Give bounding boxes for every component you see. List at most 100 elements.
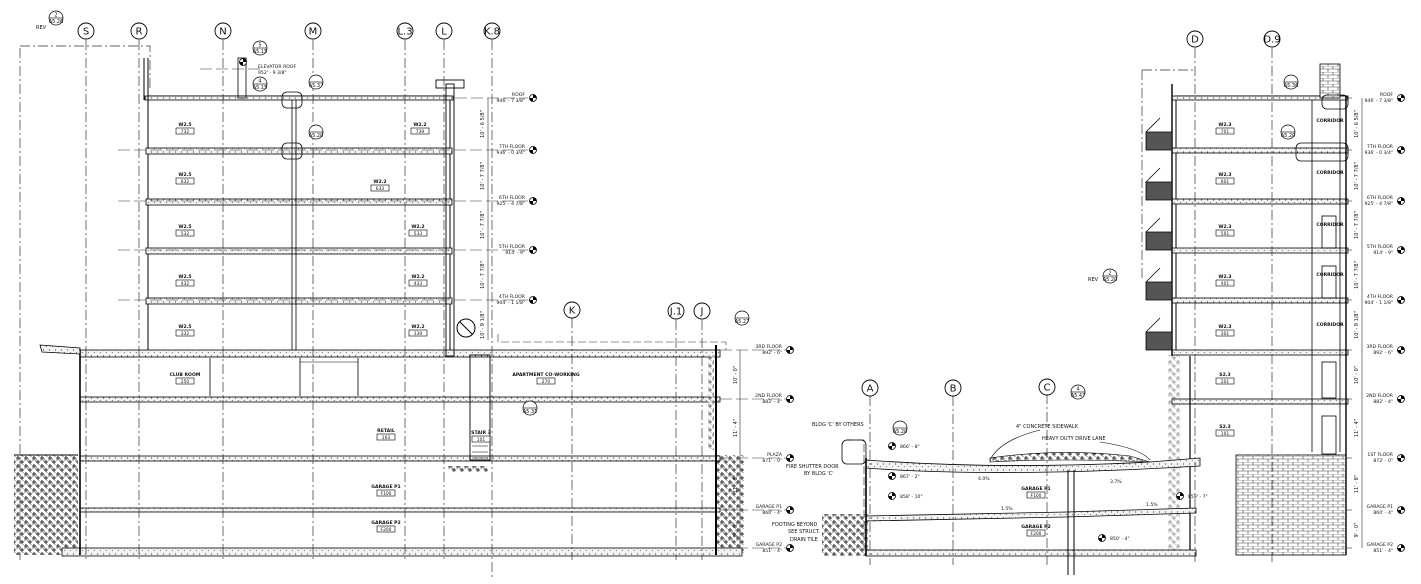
level-s2-9-target-fill (1397, 544, 1405, 552)
grid-bubble-s2-2-circle (1038, 378, 1056, 396)
room-3-box (471, 435, 491, 443)
unit-left-8-name: W2.5 (178, 324, 191, 330)
level-s1-8-name: GARAGE P1 (756, 504, 782, 510)
grid-bubble-1-label: R (136, 27, 143, 38)
unit-right-5-number: 201 (1221, 379, 1230, 385)
rev-label-1: REV (36, 25, 47, 31)
spot-elev-0-target-fill (888, 442, 896, 450)
unit-left-3-name: W2.2 (373, 179, 386, 185)
level-s2-2-target-fill (1397, 197, 1405, 205)
room-2-box (376, 433, 396, 441)
unit-left-3-box (370, 184, 390, 192)
level-s1-2-target-fill (529, 197, 537, 205)
room-s2-1-box (1026, 529, 1046, 537)
unit-left-9-name: W2.2 (411, 324, 424, 330)
unit-right-1-name: W2.3 (1218, 172, 1231, 178)
level-s1-0-target-fill (529, 94, 537, 102)
unit-left-4-box (175, 229, 195, 237)
level-s1-8-elev: 860' - 4" (762, 510, 782, 516)
level-s2-5-target-fill (1397, 346, 1405, 354)
level-s1-4-elev: 904' - 1 1/8" (497, 300, 526, 306)
unit-left-7-number: 433 (414, 281, 423, 287)
spot-elev-label-0: 866' - 8" (900, 444, 920, 450)
room-4-box (376, 489, 396, 497)
elevator-roof-elev: 952' - 9 3/8" (258, 70, 287, 76)
dim-s2-7: 11' - 8" (1354, 475, 1360, 493)
grid-bubble-7-label: K (569, 306, 576, 317)
level-s2-1-elev: 936' - 0 3/4" (1365, 150, 1394, 156)
level-s1-9-target-fill (786, 544, 794, 552)
unit-right-2-box (1215, 229, 1235, 237)
unit-left-1-box (410, 127, 430, 135)
level-s1-4-name: 4TH FLOOR (499, 294, 526, 300)
room-3-name: STAIR 3 (471, 430, 491, 436)
unit-right-0-box (1215, 127, 1235, 135)
dim-s1b-3: 9' - 0" (733, 522, 739, 537)
rev-ref-1-sheet: A5.26 (49, 19, 64, 25)
unit-left-0-name: W2.5 (178, 122, 191, 128)
room-1-number: 270 (542, 379, 551, 385)
spot-elev-label-1: 867' - 2" (900, 474, 920, 480)
ref-callout-5-sheet: A5.15 (253, 49, 268, 55)
grid-bubble-0-label: S (83, 27, 89, 38)
room-5-number: F200 (381, 527, 392, 533)
unit-left-0-number: 732 (181, 129, 190, 135)
grid-bubble-6-label: K.8 (484, 27, 500, 38)
level-s1-3-elev: 914' - 9" (505, 250, 525, 256)
unit-right-6-number: 101 (1221, 431, 1230, 437)
room-0-name: CLUB ROOM (170, 372, 201, 378)
dim-s1b-0: 10' - 0" (733, 366, 739, 384)
note-bldg-c: BLDG 'C' BY OTHERS (812, 422, 864, 428)
room-4-number: F100 (381, 491, 392, 497)
level-s2-1-target-fill (1397, 146, 1405, 154)
room-5-box (376, 525, 396, 533)
dim-s1b-1: 11' - 4" (733, 419, 739, 437)
unit-left-7-name: W2.2 (411, 274, 424, 280)
grid-bubble-9-circle (693, 302, 711, 320)
rev-ref-2-number: 2 (1108, 271, 1111, 277)
grid-bubble-6-circle (483, 22, 501, 40)
unit-left-4-name: W2.5 (178, 224, 191, 230)
room-s2-1-number: F200 (1031, 531, 1042, 537)
note-fire-shutter-2: BY BLDG 'C' (804, 471, 834, 477)
level-s1-5-target-fill (786, 346, 794, 354)
level-s2-3-elev: 914' - 9" (1373, 250, 1393, 256)
grid-bubble-4-circle (396, 22, 414, 40)
level-s1-3-name: 5TH FLOOR (499, 244, 526, 250)
grid-bubble-1-circle (130, 22, 148, 40)
level-s1-7-elev: 871' - 0" (762, 458, 782, 464)
spot-elev-3-target-fill (1176, 492, 1184, 500)
level-s2-3-name: 5TH FLOOR (1367, 244, 1394, 250)
unit-right-1-number: 601 (1221, 179, 1230, 185)
elevator-roof-target-fill (239, 58, 247, 66)
unit-right-6-name: S2.3 (1219, 424, 1230, 430)
unit-left-3-number: 633 (376, 186, 385, 192)
level-s2-9-name: GARAGE P2 (1367, 542, 1393, 548)
level-s2-6-name: 2ND FLOOR (1366, 393, 1394, 399)
dim-s2-0: 10' - 6 5/8" (1354, 110, 1360, 138)
room-s2-1-name: GARAGE P2 (1021, 524, 1051, 530)
note-footing-1: FOOTING BEYOND (772, 522, 818, 528)
room-3-number: 101 (477, 437, 486, 443)
corridor-label-4: CORRIDOR (1316, 322, 1344, 328)
level-s1-1-target-fill (529, 146, 537, 154)
unit-left-7-box (408, 279, 428, 287)
unit-right-5-name: S2.3 (1219, 372, 1230, 378)
spot-elev-2-target-fill (888, 492, 896, 500)
level-s1-8-target-fill (786, 506, 794, 514)
unit-right-4-number: 301 (1221, 331, 1230, 337)
rev-label-2: REV (1088, 277, 1099, 283)
level-s2-7-name: 1ST FLOOR (1367, 452, 1393, 458)
unit-left-6-name: W2.5 (178, 274, 191, 280)
level-s2-8-name: GARAGE P1 (1367, 504, 1393, 510)
dim-s2-2: 10' - 7 7/8" (1354, 211, 1360, 239)
level-s2-0-name: ROOF (1380, 92, 1393, 98)
grid-bubble-3-circle (304, 22, 322, 40)
level-s2-6-target-fill (1397, 395, 1405, 403)
level-s1-1-elev: 936' - 0 3/4" (497, 150, 526, 156)
unit-left-1-name: W2.2 (413, 122, 426, 128)
grid-bubble-s2-4-circle (1263, 30, 1281, 48)
ref-callout-4-sheet: A5.15 (253, 85, 268, 91)
unit-right-1-box (1215, 177, 1235, 185)
